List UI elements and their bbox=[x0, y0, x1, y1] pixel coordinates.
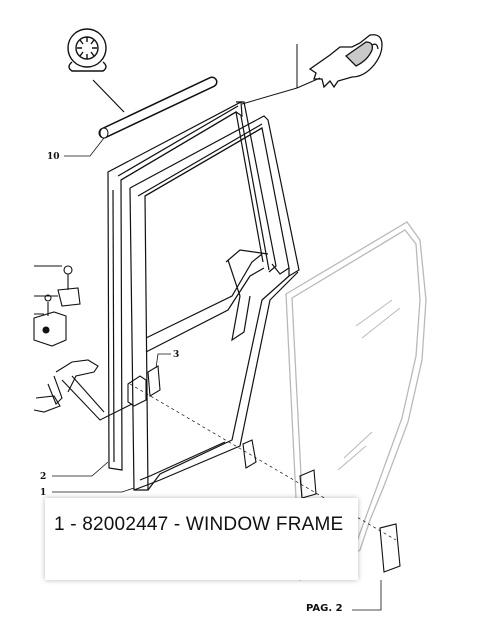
seal-strip-leader bbox=[92, 79, 125, 113]
page-reference: PAG. 2 bbox=[306, 603, 343, 614]
callout-leader-3 bbox=[155, 353, 171, 369]
page-ref-leader bbox=[352, 580, 382, 611]
lock-mechanism bbox=[33, 265, 133, 421]
callout-10: 10 bbox=[47, 152, 60, 162]
callout-3: 3 bbox=[173, 350, 179, 360]
outer-door-frame bbox=[107, 101, 277, 471]
seal-strip bbox=[98, 76, 218, 139]
part-caption-text: 1 - 82002447 - WINDOW FRAME bbox=[54, 514, 344, 535]
part-caption-tooltip: 1 - 82002447 - WINDOW FRAME bbox=[45, 498, 358, 580]
hinge-assembly bbox=[127, 365, 401, 573]
window-frame bbox=[129, 115, 300, 491]
frame-profile-detail bbox=[308, 34, 383, 89]
callout-2: 2 bbox=[40, 472, 46, 482]
callout-leader-1 bbox=[52, 487, 135, 493]
seal-profile-detail bbox=[67, 28, 107, 72]
profile-leader bbox=[241, 44, 321, 105]
callout-leader-2 bbox=[52, 461, 109, 477]
callout-1: 1 bbox=[40, 488, 46, 498]
callout-leader-10 bbox=[64, 137, 105, 157]
